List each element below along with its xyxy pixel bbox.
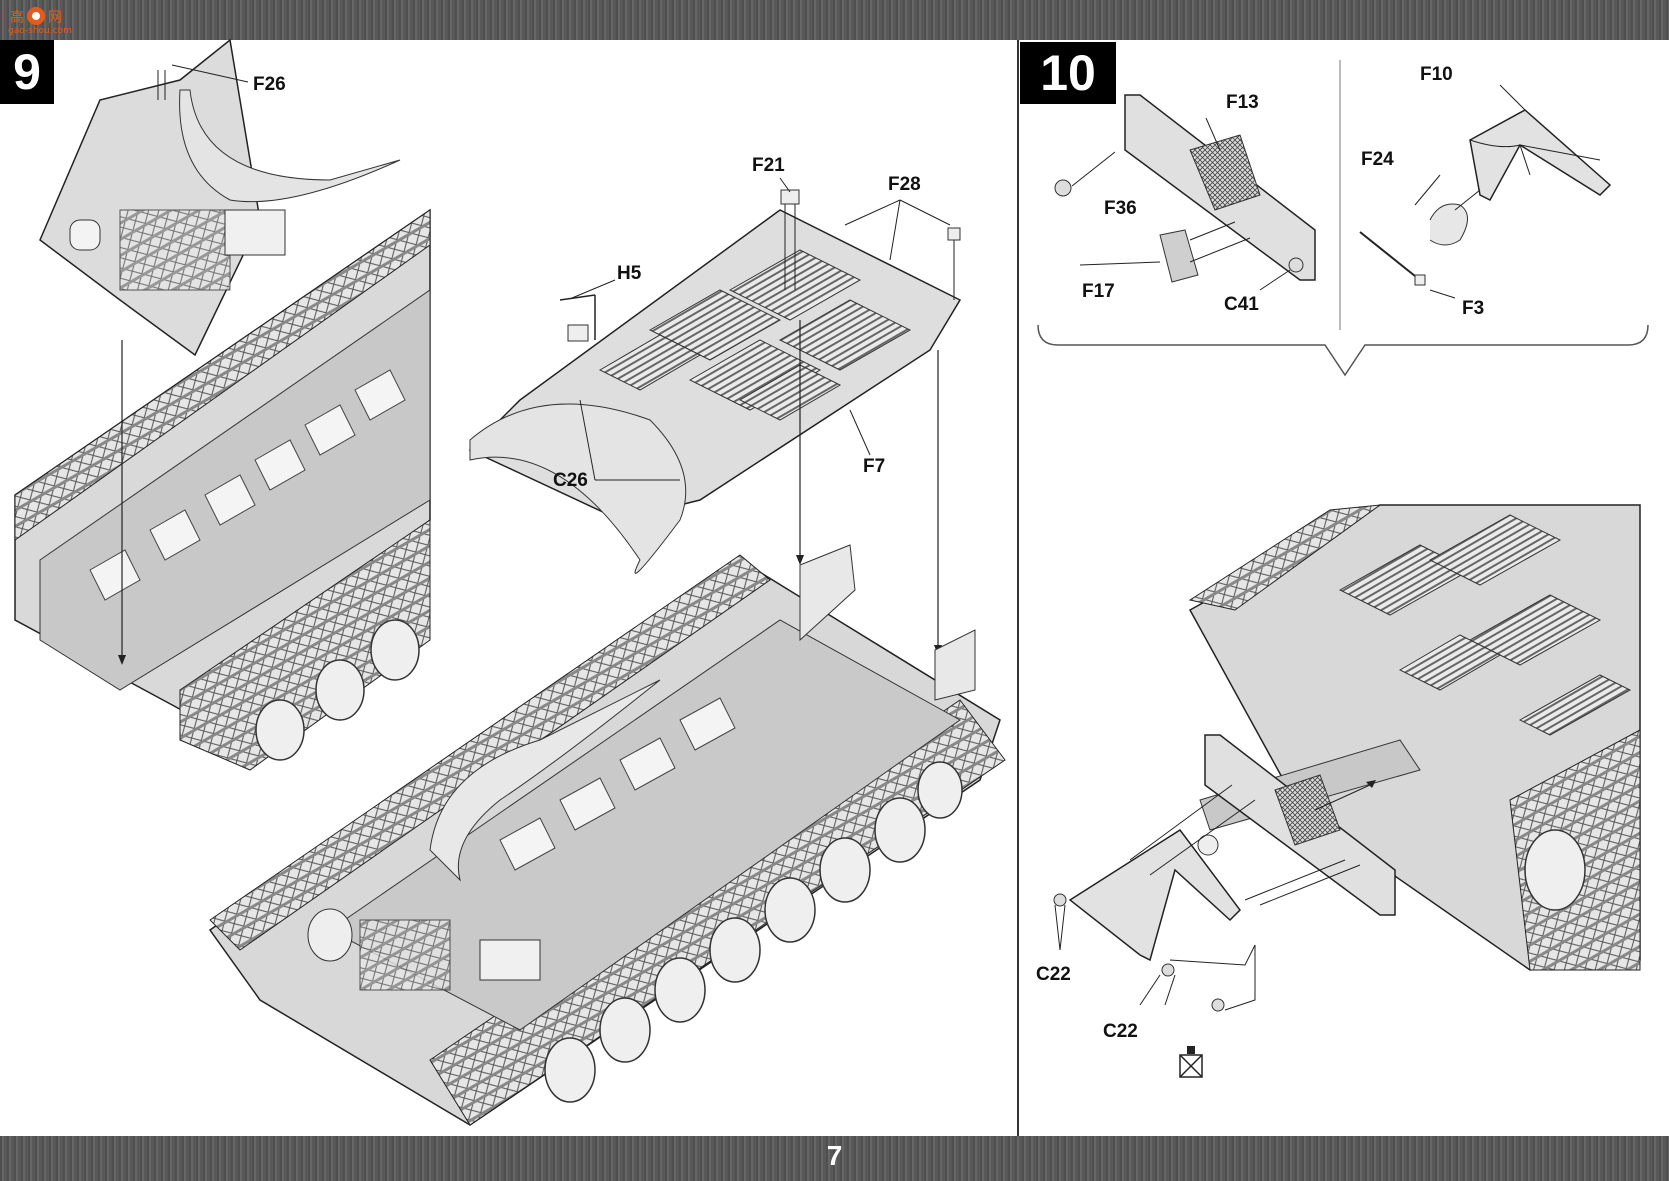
step-9-badge: 9 xyxy=(0,40,54,104)
svg-text:网: 网 xyxy=(48,10,62,26)
step10-rear-plate-assembly xyxy=(1053,734,1396,1012)
callout-f7: F7 xyxy=(863,456,886,477)
step10-rear-plate-detail xyxy=(1054,94,1316,291)
svg-text:高: 高 xyxy=(10,9,24,26)
bottom-band xyxy=(0,1136,1669,1181)
callout-c41: C41 xyxy=(1224,294,1259,315)
steps-divider xyxy=(1017,40,1019,1136)
callout-h5: H5 xyxy=(617,263,642,284)
callout-f28: F28 xyxy=(888,174,921,195)
top-band xyxy=(0,0,1669,40)
callout-f26: F26 xyxy=(253,74,286,95)
step9-main-hull xyxy=(208,544,1006,1126)
assembly-illustrations xyxy=(14,38,1649,1126)
callout-f3: F3 xyxy=(1462,298,1485,319)
callout-f17: F17 xyxy=(1082,281,1115,302)
watermark-logo: 高 网 xyxy=(10,7,62,26)
callout-f24: F24 xyxy=(1361,149,1394,170)
callout-f36: F36 xyxy=(1104,198,1137,219)
callout-c22-bottom: C22 xyxy=(1103,1021,1138,1042)
step10-callout-frame xyxy=(1037,60,1649,377)
step9-engine-deck xyxy=(468,177,962,655)
callout-f13: F13 xyxy=(1226,92,1259,113)
step10-towing-bracket-detail xyxy=(1359,84,1612,299)
step9-left-hull xyxy=(14,208,431,771)
callout-f21: F21 xyxy=(752,155,785,176)
callout-c26: C26 xyxy=(553,470,588,491)
step-10-badge: 10 xyxy=(1020,42,1116,104)
step10-hull-rear xyxy=(1188,504,1641,971)
callout-c22-left: C22 xyxy=(1036,964,1071,985)
callout-f10: F10 xyxy=(1420,64,1453,85)
cross-box-icon xyxy=(1179,1046,1203,1078)
watermark-site: gao-shou.com xyxy=(8,26,72,36)
page-number: 7 xyxy=(826,1140,843,1171)
step9-glacis-plate xyxy=(39,38,401,665)
